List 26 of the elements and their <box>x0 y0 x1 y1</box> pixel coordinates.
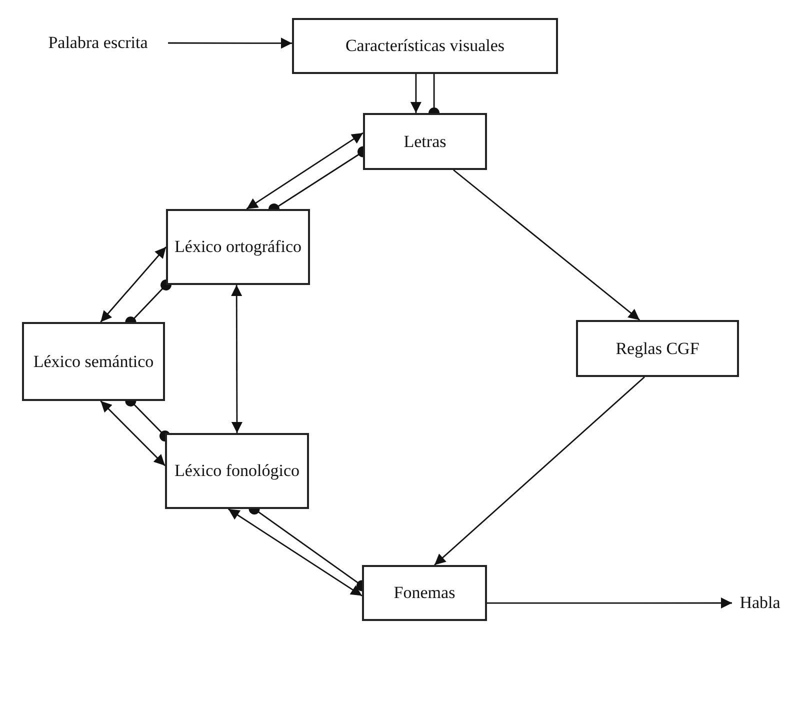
box-label: Léxico fonológico <box>173 460 301 482</box>
process-box <box>22 322 165 401</box>
process-box <box>292 18 558 74</box>
arrow <box>410 74 422 113</box>
arrow <box>100 400 166 466</box>
process-box <box>166 209 310 285</box>
box-label: Fonemas <box>392 582 456 604</box>
arrow <box>231 285 242 433</box>
box-label: Léxico ortográfico <box>174 236 302 258</box>
box-label: Reglas CGF <box>614 338 700 360</box>
process-box <box>576 320 739 377</box>
process-box <box>363 113 487 170</box>
arrow <box>453 169 640 321</box>
arrow <box>100 246 167 322</box>
arrow <box>168 38 292 49</box>
flow-label: Palabra escrita <box>48 32 148 54</box>
arrow <box>246 132 364 210</box>
box-label: Letras <box>402 130 448 152</box>
process-box <box>165 433 309 509</box>
box-label: Léxico semántico <box>32 350 155 372</box>
process-box <box>362 565 487 621</box>
arrow <box>434 376 645 566</box>
arrow <box>487 598 732 608</box>
flow-label: Habla <box>740 592 780 614</box>
arrow <box>228 508 362 596</box>
box-label: Características visuales <box>344 35 506 57</box>
